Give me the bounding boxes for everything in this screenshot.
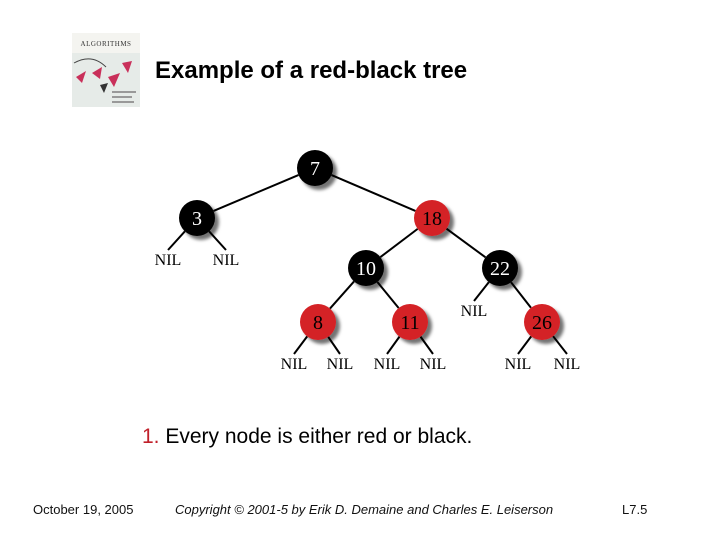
nil-edge bbox=[327, 336, 341, 355]
tree-node-22: 22 bbox=[482, 250, 518, 286]
nil-edge bbox=[386, 336, 401, 355]
nil-edge bbox=[208, 230, 227, 251]
node-key: 10 bbox=[356, 258, 376, 280]
property-statement: 1. Every node is either red or black. bbox=[142, 425, 472, 449]
nil-leaf: NIL bbox=[505, 356, 532, 373]
tree-edge bbox=[213, 174, 299, 212]
nil-leaf: NIL bbox=[327, 356, 354, 373]
red-node-circle bbox=[300, 304, 336, 340]
book-cover-band bbox=[72, 33, 140, 53]
footer-slide-number: L7.5 bbox=[622, 502, 648, 517]
tree-edges bbox=[167, 174, 568, 355]
nil-leaf: NIL bbox=[461, 303, 488, 320]
footer-copyright: Copyright © 2001-5 by Erik D. Demaine an… bbox=[175, 502, 554, 517]
node-key: 22 bbox=[490, 258, 510, 280]
slide-title: Example of a red-black tree bbox=[155, 57, 468, 84]
nil-leaf: NIL bbox=[374, 356, 401, 373]
tree-nodes: 7 3 18 10 22 8 11 26 bbox=[179, 150, 560, 340]
node-key: 8 bbox=[313, 312, 323, 334]
nil-edge bbox=[552, 335, 568, 355]
nil-edge bbox=[167, 230, 186, 251]
tree-node-18: 18 bbox=[414, 200, 450, 236]
tree-node-10: 10 bbox=[348, 250, 384, 286]
node-key: 11 bbox=[400, 312, 419, 334]
black-node-circle bbox=[482, 250, 518, 286]
nil-leaf: NIL bbox=[155, 252, 182, 269]
black-node-circle bbox=[179, 200, 215, 236]
black-node-circle bbox=[348, 250, 384, 286]
tree-node-7: 7 bbox=[297, 150, 333, 186]
node-key: 18 bbox=[422, 208, 442, 230]
tree-edge bbox=[329, 280, 355, 310]
red-node-circle bbox=[524, 304, 560, 340]
book-cover-thumbnail: ALGORITHMS bbox=[72, 33, 140, 107]
tree-edge bbox=[510, 281, 532, 309]
tree-node-11: 11 bbox=[392, 304, 428, 340]
tree-nil-leaves: NIL NIL NIL NIL NIL NIL NIL NIL NIL bbox=[155, 252, 581, 373]
book-cover-title: ALGORITHMS bbox=[80, 40, 132, 48]
nil-leaf: NIL bbox=[281, 356, 308, 373]
nil-leaf: NIL bbox=[554, 356, 581, 373]
tree-edge bbox=[376, 281, 400, 309]
nil-leaf: NIL bbox=[213, 252, 240, 269]
red-node-circle bbox=[392, 304, 428, 340]
tree-node-3: 3 bbox=[179, 200, 215, 236]
property-number: 1. bbox=[142, 425, 160, 448]
node-key: 7 bbox=[310, 158, 320, 180]
nil-edge bbox=[293, 335, 309, 355]
tree-node-8: 8 bbox=[300, 304, 336, 340]
tree-edge bbox=[379, 228, 419, 258]
tree-node-26: 26 bbox=[524, 304, 560, 340]
property-text: Every node is either red or black. bbox=[159, 425, 473, 448]
nil-edge bbox=[419, 336, 434, 355]
tree-edge bbox=[331, 174, 416, 212]
tree-edge bbox=[445, 227, 487, 259]
node-key: 26 bbox=[532, 312, 552, 334]
nil-leaf: NIL bbox=[420, 356, 447, 373]
node-key: 3 bbox=[192, 208, 202, 230]
nil-edge bbox=[473, 281, 490, 302]
book-cover-art bbox=[73, 58, 136, 103]
nil-edge bbox=[517, 335, 533, 355]
black-node-circle bbox=[297, 150, 333, 186]
red-node-circle bbox=[414, 200, 450, 236]
footer-date: October 19, 2005 bbox=[33, 502, 134, 517]
